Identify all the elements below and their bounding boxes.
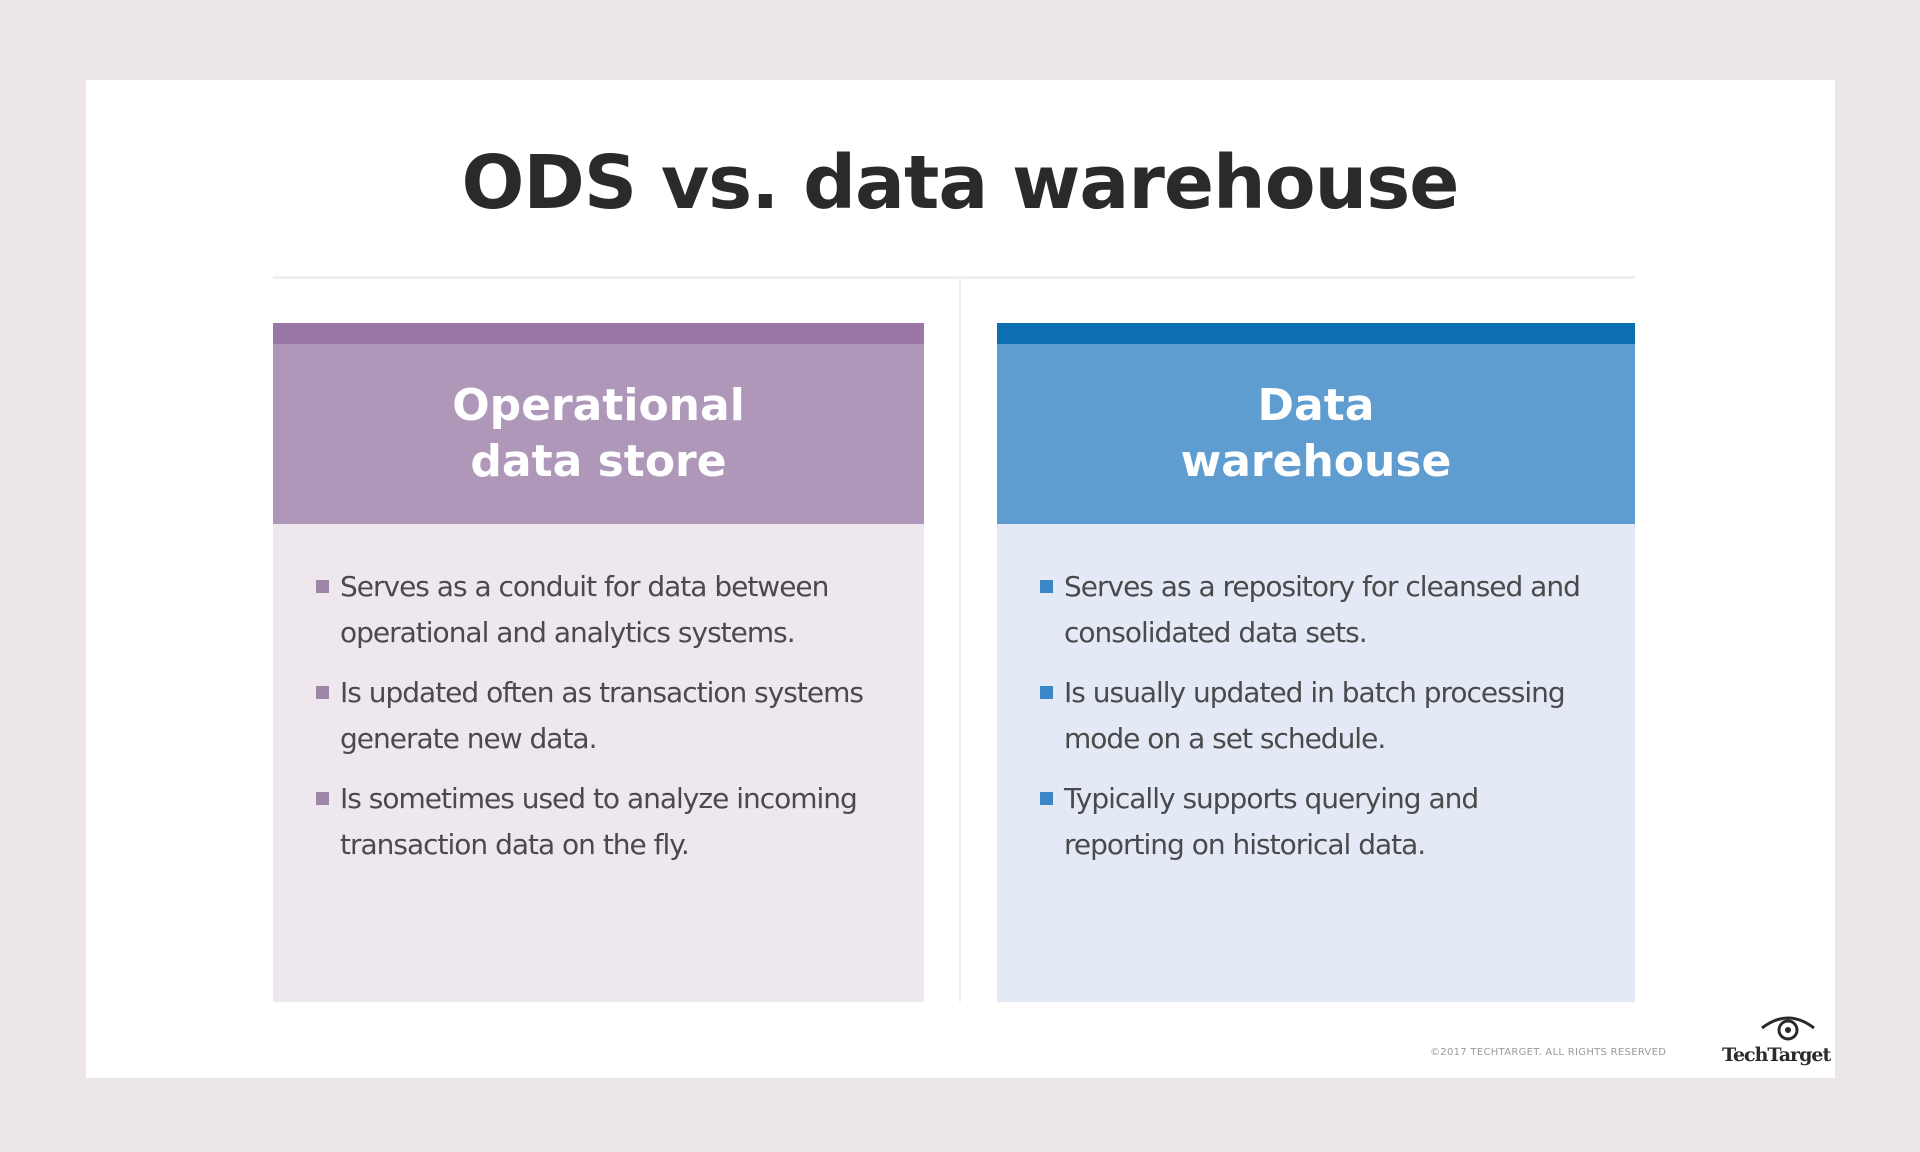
column-divider <box>959 276 961 1002</box>
dw-bullet-list: Serves as a repository for cleansed and … <box>1040 564 1595 868</box>
dw-heading-line1: Data <box>1257 380 1375 431</box>
page-title: ODS vs. data warehouse <box>461 140 1460 226</box>
data-warehouse-column: Data warehouse Serves as a repository fo… <box>997 323 1635 1002</box>
dw-heading-line2: warehouse <box>1180 436 1452 487</box>
ods-bullet-list: Serves as a conduit for data between ope… <box>316 564 884 868</box>
ods-accent-stripe <box>273 323 924 344</box>
dw-body: Serves as a repository for cleansed and … <box>997 524 1635 1002</box>
ods-heading: Operational data store <box>273 344 924 524</box>
bullet-square-icon <box>316 686 329 699</box>
bullet-square-icon <box>316 580 329 593</box>
techtarget-logo: TechTarget <box>1722 1012 1831 1068</box>
list-item: Is usually updated in batch processing m… <box>1040 670 1595 762</box>
ods-column: Operational data store Serves as a condu… <box>273 323 924 1002</box>
ods-heading-line2: data store <box>470 436 727 487</box>
ods-body: Serves as a conduit for data between ope… <box>273 524 924 1002</box>
list-item: Typically supports querying and reportin… <box>1040 776 1595 868</box>
bullet-square-icon <box>1040 580 1053 593</box>
bullet-square-icon <box>1040 686 1053 699</box>
copyright-text: ©2017 TECHTARGET. ALL RIGHTS RESERVED <box>1430 1047 1667 1058</box>
list-item: Serves as a conduit for data between ope… <box>316 564 884 656</box>
bullet-square-icon <box>316 792 329 805</box>
list-item: Serves as a repository for cleansed and … <box>1040 564 1595 656</box>
list-item: Is updated often as transaction systems … <box>316 670 884 762</box>
dw-heading: Data warehouse <box>997 344 1635 524</box>
eye-icon <box>1761 1016 1815 1041</box>
logo-text: TechTarget <box>1722 1044 1831 1066</box>
dw-accent-stripe <box>997 323 1635 344</box>
list-item: Is sometimes used to analyze incoming tr… <box>316 776 884 868</box>
bullet-square-icon <box>1040 792 1053 805</box>
title-divider <box>273 276 1635 279</box>
ods-heading-line1: Operational <box>452 380 745 431</box>
